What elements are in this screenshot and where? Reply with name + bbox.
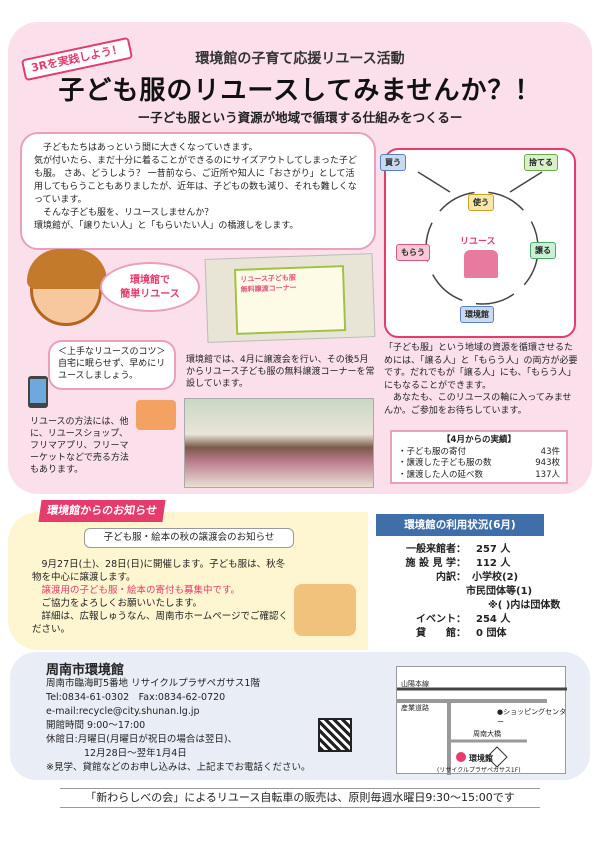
map-rail-label: 山陽本線 xyxy=(401,680,429,688)
map-place-sub: (リサイクルプラザペガサス1F) xyxy=(437,767,521,774)
stats-label: ・子ども服の寄付 xyxy=(398,446,467,457)
stats-value: 43件 xyxy=(540,446,560,457)
stats-row: ・譲渡した子ども服の数 943枚 xyxy=(398,458,560,470)
contact-info: 周南市臨海町5番地 リサイクルプラザペガサス1階 Tel:0834-61-030… xyxy=(46,677,366,775)
usage-table: 一般来館者： 257 人 施 設 見 学： 112 人 内訳： 小学校(2) 市民団体… xyxy=(380,543,592,641)
usage-value: 112 人 xyxy=(476,558,511,569)
usage-value: 257 人 xyxy=(476,544,511,555)
facility-name: 周南市環境館 xyxy=(46,663,125,678)
notice-line: ご協力をよろしくお願いいたします。 xyxy=(41,598,203,609)
contact-note: ※見学、貸館などのお申し込みは、上記までお電話ください。 xyxy=(46,762,311,773)
tip-box: ＜上手なリユースのコツ＞ 自宅に眠らせず、早めにリユースしましょう。 xyxy=(48,340,176,390)
page-subtitle: 環境館の子育て応援リユース活動 xyxy=(195,51,405,67)
cycle-discard: 捨てる xyxy=(524,154,558,171)
usage-row: イベント： 254 人 xyxy=(380,613,592,627)
usage-row: 施 設 見 学： 112 人 xyxy=(380,557,592,571)
intro-line: 気が付いたら、まだ十分に着ることができるのにサイズアウトしてしまった子ども服。 … xyxy=(34,156,357,205)
bubble-line: 簡単リユース xyxy=(120,289,180,300)
map-road-label: 産業道路 xyxy=(401,704,429,712)
flea-market-icon xyxy=(136,400,176,430)
reuse-cycle-diagram: 買う 捨てる 使う 譲る もらう リユース 環境館 xyxy=(380,148,576,338)
stats-label: ・譲渡した子ども服の数 xyxy=(398,458,492,468)
usage-value: 市民団体等(1) xyxy=(466,586,533,597)
usage-label: 施 設 見 学： xyxy=(405,558,466,569)
notice-header: 環境館からのお知らせ xyxy=(38,500,166,522)
tip-title: ＜上手なリユースのコツ＞ xyxy=(58,347,166,357)
usage-header: 環境館の利用状況(6月) xyxy=(376,514,544,536)
usage-value: ※( )内は団体数 xyxy=(488,600,561,611)
usage-row: 内訳： 小学校(2) xyxy=(380,571,592,585)
usage-label xyxy=(380,585,466,599)
stats-box: 【4月からの実績】 ・子ども服の寄付 43件 ・譲渡した子ども服の数 943枚 ・譲… xyxy=(390,430,568,484)
stats-value: 943枚 xyxy=(535,458,560,468)
cycle-receive: もらう xyxy=(396,244,430,261)
intro-line: そんな子ども服を、リユースしませんか？ xyxy=(43,208,214,218)
email-link[interactable]: e-mail:recycle@city.shunan.lg.jp xyxy=(46,706,200,717)
stats-title: 【4月からの実績】 xyxy=(442,435,516,445)
corner-sign: リユース子ども服 無料譲渡コーナー xyxy=(233,265,347,335)
speech-bubble: 環境館で 簡単リユース xyxy=(100,262,200,312)
sweater-icon xyxy=(464,250,498,278)
intro-box: 子どもたちはあっという間に大きくなっていきます。 気が付いたら、まだ十分に着るこ… xyxy=(20,132,376,250)
usage-label: 貸 館： xyxy=(416,628,466,639)
facility-text: 環境館では、4月に譲渡会を行い、その後5月からリユース子ども服の無料譲渡コーナー… xyxy=(186,355,375,389)
cycle-use: 使う xyxy=(468,194,494,211)
boy-illustration xyxy=(294,584,356,636)
tip-text: 自宅に眠らせず、早めにリユースしましょう。 xyxy=(58,359,166,381)
smartphone-icon xyxy=(28,376,48,408)
page-title: 子ども服のリユースしてみませんか？！ xyxy=(58,76,542,106)
usage-value: 254 人 xyxy=(476,614,511,625)
usage-row: 市民団体等(1) xyxy=(380,585,592,599)
stats-row: ・子ども服の寄付 43件 xyxy=(398,447,560,459)
usage-row: 貸 館： 0 団体 xyxy=(380,627,592,641)
usage-row: ※( )内は団体数 xyxy=(380,599,592,613)
method-text: リユースの方法には、他に、リユースショップ、フリマアプリ、フリーマーケットなどで… xyxy=(30,417,129,475)
explain-line: 「子ども服」という地域の資源を循環させるためには、「譲る人」と「もらう人」の両方… xyxy=(384,343,578,391)
closed-days-2: 12月28日～翌年1月4日 xyxy=(84,748,187,759)
notice-line: 詳細は、広報しゅうなん、周南市ホームページでご確認ください。 xyxy=(32,611,289,635)
notice-line: 9月27日(土)、28日(日)に開催します。子ども服は、秋冬物を中心に譲渡します… xyxy=(32,559,286,583)
closed-days: 休館日:月曜日(月曜日が祝日の場合は翌日)、 xyxy=(46,734,238,745)
usage-value: 0 団体 xyxy=(476,628,507,639)
usage-label: 内訳： xyxy=(436,572,466,583)
usage-row: 一般来館者： 257 人 xyxy=(380,543,592,557)
usage-label: 一般来館者： xyxy=(406,544,466,555)
qr-code-icon[interactable] xyxy=(318,718,352,752)
notice-body: 9月27日(土)、28日(日)に開催します。子ども服は、秋冬物を中心に譲渡します… xyxy=(32,558,292,636)
access-map: 山陽本線 産業道路 ●ショッピングセンター 周南大橋 環境館 (リサイクルプラザ… xyxy=(396,666,567,775)
cycle-buy: 買う xyxy=(380,154,406,171)
sign-line: 無料譲渡コーナー xyxy=(240,283,297,294)
cycle-center-label: リユース xyxy=(460,237,496,247)
opening-hours: 開館時間 9:00～17:00 xyxy=(46,720,146,731)
stats-value: 137人 xyxy=(535,469,560,480)
tagline: ー子ども服という資源が地域で循環する仕組みをつくるー xyxy=(137,110,463,125)
cycle-hub: 環境館 xyxy=(460,306,494,323)
map-place-label: 環境館 xyxy=(469,754,493,763)
bubble-line: 環境館で xyxy=(130,275,170,286)
location-pin-icon xyxy=(456,752,466,762)
girl-illustration xyxy=(27,249,107,326)
phone-fax[interactable]: Tel:0834-61-0302 Fax:0834-62-0720 xyxy=(46,692,226,703)
corner-sign-photo: リユース子ども服 無料譲渡コーナー xyxy=(204,253,376,343)
address: 周南市臨海町5番地 リサイクルプラザペガサス1階 xyxy=(46,678,260,689)
notice-title: 子ども服・絵本の秋の譲渡会のお知らせ xyxy=(84,528,294,548)
notice-line-highlight: 譲渡用の子ども服・絵本の寄付も募集中です。 xyxy=(41,585,241,596)
stats-row: ・譲渡した人の延べ数 137人 xyxy=(398,470,560,482)
map-bridge-label: 周南大橋 xyxy=(473,730,501,738)
usage-value: 小学校(2) xyxy=(472,572,519,583)
footer-notice: 「新わらしべの会」によるリユース自転車の販売は、原則毎週水曜日9:30～15:0… xyxy=(60,788,540,808)
stats-label: ・譲渡した人の延べ数 xyxy=(398,469,484,480)
intro-line: 子どもたちはあっという間に大きくなっていきます。 xyxy=(43,143,258,153)
explain-text: 「子ども服」という地域の資源を循環させるためには、「譲る人」と「もらう人」の両方… xyxy=(384,342,580,417)
map-shop-label: ●ショッピングセンター xyxy=(497,708,567,726)
explain-line: あなたも、このリユースの輪に入ってみませんか。ご参加をお待ちしています。 xyxy=(384,393,572,416)
cycle-give: 譲る xyxy=(530,242,556,259)
intro-line: 環境館が、「譲りたい人」と「もらいたい人」の橋渡しをします。 xyxy=(34,221,299,231)
usage-label: イベント： xyxy=(416,614,466,625)
clothes-rack-photo xyxy=(184,398,374,488)
map-roads xyxy=(397,687,567,775)
usage-label xyxy=(380,599,466,613)
